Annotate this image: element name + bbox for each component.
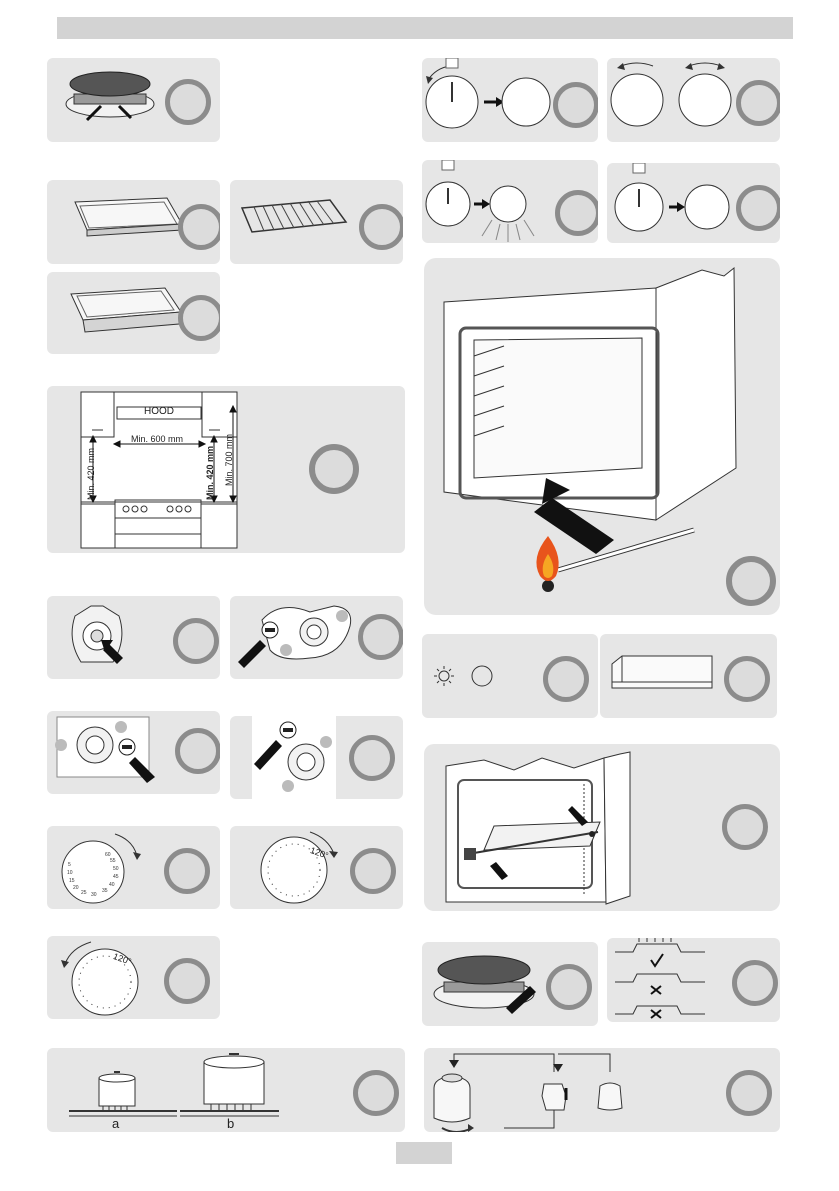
pan-label-b: b <box>227 1116 235 1131</box>
pan-size-illustration <box>69 1053 279 1117</box>
thermostat-knob-dial <box>260 831 338 904</box>
step-circle <box>173 618 219 664</box>
deep-tray-panel <box>47 272 220 354</box>
step-circle <box>732 960 778 1006</box>
knob-turn-panel-2 <box>607 58 780 142</box>
svg-text:25: 25 <box>81 890 87 896</box>
page-number-box <box>396 1142 452 1164</box>
step-circle <box>555 190 598 236</box>
step-circle <box>165 79 211 125</box>
deep-tray-illustration <box>70 287 182 333</box>
injector-panel-2 <box>230 596 403 679</box>
rotisserie-illustration <box>445 751 631 905</box>
step-circle <box>726 1070 772 1116</box>
drip-tray-panel <box>600 634 777 718</box>
step-circle <box>546 964 592 1010</box>
min-height-label: Min. 700 mm <box>224 433 234 486</box>
knob-turn-illustration <box>425 160 535 242</box>
step-circle <box>164 848 210 894</box>
header-bar <box>57 17 793 39</box>
step-circle <box>349 735 395 781</box>
knob-turn-panel-3 <box>422 160 598 243</box>
step-circle <box>358 614 403 660</box>
step-circle <box>726 556 776 606</box>
knob-turn-panel-1 <box>422 58 598 142</box>
thermostat-knob-panel-2: 120° <box>47 936 220 1019</box>
step-circle <box>309 444 359 494</box>
hood-label: HOOD <box>144 406 174 417</box>
step-circle <box>175 728 220 774</box>
step-circle <box>543 656 589 702</box>
oven-ignition-illustration <box>443 266 737 592</box>
valve-screw-illustration <box>238 605 352 668</box>
knob-turn-illustration <box>425 58 551 129</box>
thermostat-knob-panel-1: 120° <box>230 826 403 909</box>
pan-size-panel <box>47 1048 405 1132</box>
min-side-left-label: Min. 420 mm <box>86 447 96 500</box>
thermostat-knob-dial <box>61 941 139 1016</box>
burner-illustration <box>65 71 155 122</box>
step-circle <box>736 185 780 231</box>
knob-turn-illustration <box>610 62 732 127</box>
step-circle <box>359 204 403 250</box>
injector-illustration <box>71 605 123 664</box>
injector-replace-panel <box>424 1048 780 1132</box>
step-circle <box>722 804 768 850</box>
knob-turn-illustration <box>614 163 730 232</box>
shallow-tray-illustration <box>74 197 183 237</box>
burner-flame-panel <box>422 942 598 1026</box>
svg-text:15: 15 <box>69 878 75 884</box>
min-side-right-label: Min. 420 mm <box>205 445 215 500</box>
svg-text:40: 40 <box>109 882 115 888</box>
svg-text:45: 45 <box>113 874 119 880</box>
knob-turn-panel-4 <box>607 163 780 243</box>
oven-ignition-panel <box>424 258 780 615</box>
svg-text:60: 60 <box>105 852 111 858</box>
svg-text:30: 30 <box>91 892 97 898</box>
installation-panel: Min. 600 mm Min. 420 mm Min. 420 mm Min.… <box>47 386 405 553</box>
step-circle <box>353 1070 399 1116</box>
svg-text:10: 10 <box>67 870 73 876</box>
injector-panel-3 <box>47 711 220 794</box>
injector-panel-1 <box>47 596 220 679</box>
tap-bypass-illustration <box>252 716 336 799</box>
oven-lamp-symbol <box>434 665 493 687</box>
shallow-tray-panel <box>47 180 220 264</box>
step-circle <box>178 295 220 341</box>
svg-text:20: 20 <box>73 885 79 891</box>
installation-diagram <box>80 391 238 549</box>
burner-flame-illustration <box>433 955 536 1014</box>
step-circle <box>164 958 210 1004</box>
injector-panel-4 <box>230 716 403 799</box>
svg-text:35: 35 <box>102 888 108 894</box>
step-circle <box>724 656 770 702</box>
svg-text:5: 5 <box>68 862 71 868</box>
flame-check-illustration <box>615 938 705 1019</box>
step-circle <box>553 82 598 128</box>
burner-panel <box>47 58 220 142</box>
injector-replace-illustration <box>433 1053 623 1132</box>
wire-rack-illustration <box>240 199 348 233</box>
svg-text:50: 50 <box>113 866 119 872</box>
rotisserie-panel <box>424 744 780 911</box>
step-circle <box>350 848 396 894</box>
svg-text:55: 55 <box>110 858 116 864</box>
step-circle <box>736 80 780 126</box>
min-width-label: Min. 600 mm <box>131 434 184 444</box>
valve-adjust-illustration <box>55 716 155 783</box>
pan-label-a: a <box>112 1116 120 1131</box>
wire-rack-panel <box>230 180 403 264</box>
drip-tray-illustration <box>611 655 713 689</box>
flame-check-panel <box>607 938 780 1022</box>
oven-lamp-panel <box>422 634 598 718</box>
step-circle <box>178 204 220 250</box>
